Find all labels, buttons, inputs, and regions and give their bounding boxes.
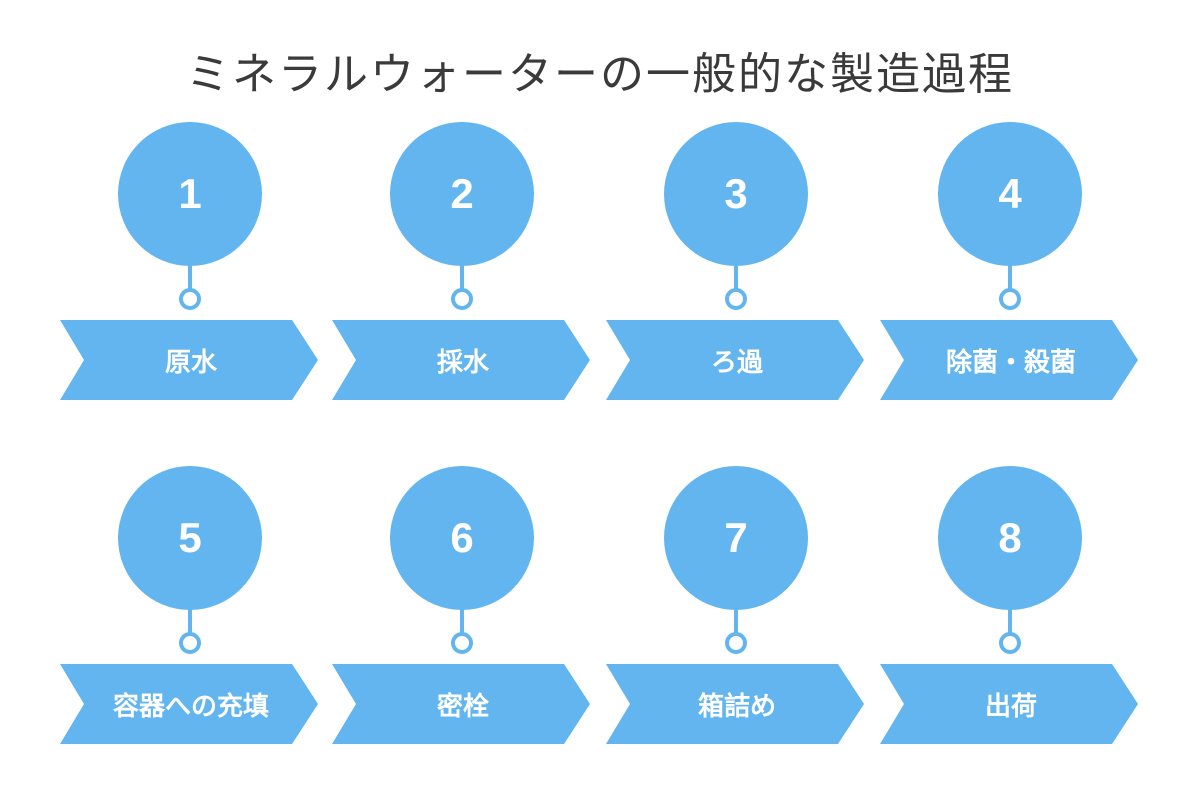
step-arrow-banner: 除菌・殺菌 xyxy=(880,320,1138,400)
step-label: 採水 xyxy=(436,347,489,378)
step-number: 8 xyxy=(998,514,1022,561)
step-label: 出荷 xyxy=(984,691,1037,722)
step-arrow-banner: 密栓 xyxy=(332,664,590,744)
connector-line xyxy=(1008,264,1012,290)
process-step-5: 5 容器への充填 xyxy=(60,466,320,766)
connector-line xyxy=(734,264,738,290)
connector-node xyxy=(451,288,473,310)
step-arrow-banner: 容器への充填 xyxy=(60,664,318,744)
connector-line xyxy=(188,608,192,634)
connector-node xyxy=(725,288,747,310)
step-label: 除菌・殺菌 xyxy=(945,347,1076,378)
connector-line xyxy=(734,608,738,634)
step-label: 密栓 xyxy=(436,691,489,722)
step-number-circle: 8 xyxy=(938,466,1082,610)
process-step-6: 6 密栓 xyxy=(332,466,592,766)
connector-line xyxy=(460,608,464,634)
step-number: 6 xyxy=(450,514,474,561)
connector-node xyxy=(179,288,201,310)
step-number: 5 xyxy=(178,514,202,561)
process-step-3: 3 ろ過 xyxy=(606,122,866,422)
connector-line xyxy=(460,264,464,290)
connector-node xyxy=(179,632,201,654)
step-number-circle: 4 xyxy=(938,122,1082,266)
step-number: 3 xyxy=(724,170,748,217)
step-number-circle: 3 xyxy=(664,122,808,266)
connector-line xyxy=(188,264,192,290)
process-step-2: 2 採水 xyxy=(332,122,592,422)
step-number: 1 xyxy=(178,170,202,217)
step-arrow-banner: 出荷 xyxy=(880,664,1138,744)
step-label: 箱詰め xyxy=(697,691,776,722)
process-step-8: 8 出荷 xyxy=(880,466,1140,766)
connector-node xyxy=(999,632,1021,654)
step-label: ろ過 xyxy=(710,347,763,378)
process-step-4: 4 除菌・殺菌 xyxy=(880,122,1140,422)
step-number: 4 xyxy=(998,170,1022,217)
step-arrow-banner: 箱詰め xyxy=(606,664,864,744)
connector-line xyxy=(1008,608,1012,634)
step-number-circle: 1 xyxy=(118,122,262,266)
step-number-circle: 2 xyxy=(390,122,534,266)
step-number: 2 xyxy=(450,170,474,217)
process-step-7: 7 箱詰め xyxy=(606,466,866,766)
step-number-circle: 6 xyxy=(390,466,534,610)
step-label: 原水 xyxy=(164,347,217,378)
process-step-1: 1 原水 xyxy=(60,122,320,422)
connector-node xyxy=(725,632,747,654)
page-title: ミネラルウォーターの一般的な製造過程 xyxy=(186,49,1014,100)
step-number-circle: 5 xyxy=(118,466,262,610)
connector-node xyxy=(451,632,473,654)
connector-node xyxy=(999,288,1021,310)
step-number-circle: 7 xyxy=(664,466,808,610)
step-arrow-banner: 採水 xyxy=(332,320,590,400)
step-arrow-banner: 原水 xyxy=(60,320,318,400)
step-arrow-banner: ろ過 xyxy=(606,320,864,400)
step-number: 7 xyxy=(724,514,748,561)
step-label: 容器への充填 xyxy=(112,691,269,722)
